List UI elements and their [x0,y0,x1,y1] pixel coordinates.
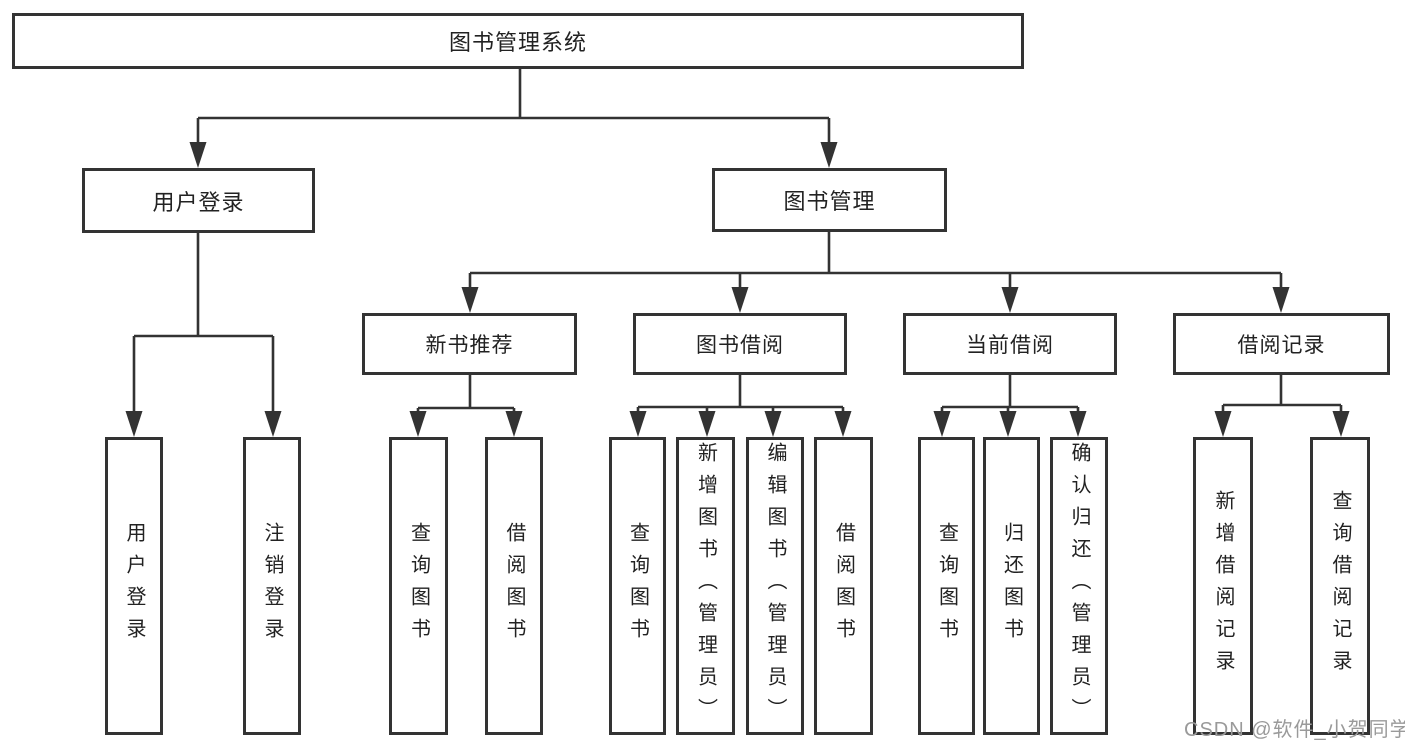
leaf-edit-books-admin-label: 编辑图书（管理员） [764,442,786,730]
leaf-query-books-borrowing-label: 查询图书 [626,522,649,650]
leaf-add-books-admin: 新增图书（管理员） [676,437,735,735]
leaf-return-books: 归还图书 [983,437,1040,735]
leaf-edit-books-admin: 编辑图书（管理员） [746,437,804,735]
leaf-confirm-return-admin: 确认归还（管理员） [1050,437,1108,735]
leaf-user-login: 用户登录 [105,437,163,735]
node-book-borrowing: 图书借阅 [633,313,847,375]
leaf-borrow-books-label: 借阅图书 [832,522,855,650]
leaf-add-books-admin-label: 新增图书（管理员） [694,442,717,730]
watermark: CSDN @软件_小贺同学 [1184,719,1405,741]
node-new-book-recommend: 新书推荐 [362,313,577,375]
leaf-query-books-borrowing: 查询图书 [609,437,666,735]
leaf-borrow-books-recommend: 借阅图书 [485,437,543,735]
leaf-query-books-recommend-label: 查询图书 [407,522,430,650]
leaf-query-books-current-label: 查询图书 [935,522,958,650]
leaf-query-books-recommend: 查询图书 [389,437,448,735]
leaf-query-books-current: 查询图书 [918,437,975,735]
leaf-user-login-label: 用户登录 [123,522,145,650]
arrowhead-icons [125,142,1350,437]
leaf-borrow-books: 借阅图书 [814,437,873,735]
leaf-logout-label: 注销登录 [261,522,283,650]
leaf-logout: 注销登录 [243,437,301,735]
node-user-login: 用户登录 [82,168,315,233]
connector-edges [132,69,1343,415]
node-library-management-system: 图书管理系统 [12,13,1024,69]
node-book-management: 图书管理 [712,168,947,232]
node-borrowing-records: 借阅记录 [1173,313,1390,375]
leaf-query-borrow-record: 查询借阅记录 [1310,437,1370,735]
node-current-borrowing: 当前借阅 [903,313,1117,375]
leaf-return-books-label: 归还图书 [1000,522,1023,650]
leaf-confirm-return-admin-label: 确认归还（管理员） [1068,442,1090,730]
leaf-borrow-books-recommend-label: 借阅图书 [503,522,525,650]
leaf-add-borrow-record-label: 新增借阅记录 [1212,490,1234,682]
leaf-query-borrow-record-label: 查询借阅记录 [1329,490,1351,682]
leaf-add-borrow-record: 新增借阅记录 [1193,437,1253,735]
